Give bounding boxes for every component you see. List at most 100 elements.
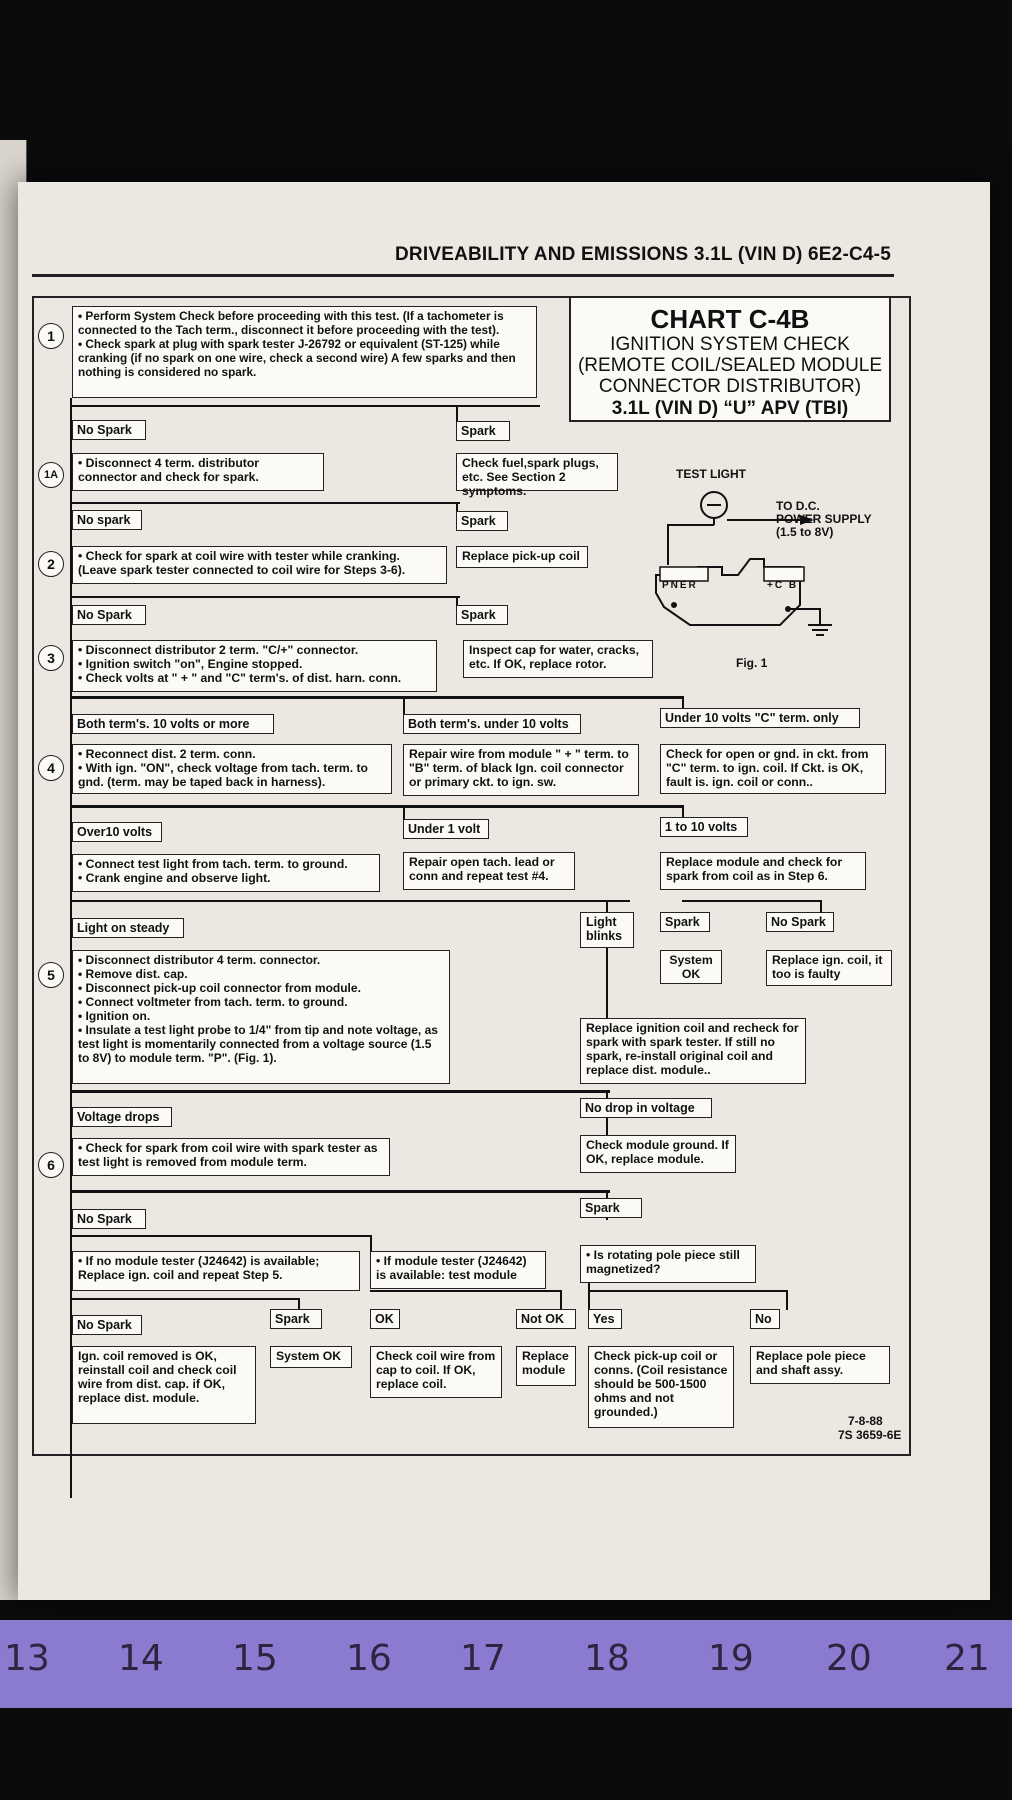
label-both-under-10: Both term's. under 10 volts: [403, 714, 581, 734]
label-no: No: [750, 1309, 780, 1329]
label-no-spark: No spark: [72, 510, 142, 530]
check-open-box: Check for open or gnd. in ckt. from "C" …: [660, 744, 886, 794]
system-ok-box: System OK: [660, 950, 722, 984]
label-both-10-volts: Both term's. 10 volts or more: [72, 714, 274, 734]
connector-line: [298, 1298, 300, 1310]
label-spark: Spark: [580, 1198, 642, 1218]
page-header-title: DRIVEABILITY AND EMISSIONS 3.1L (VIN D) …: [395, 244, 891, 265]
chart-subtitle-3: CONNECTOR DISTRIBUTOR): [598, 376, 862, 397]
connector-line: [70, 696, 684, 699]
label-no-spark: No Spark: [72, 605, 146, 625]
step-number-1: 1: [38, 323, 64, 349]
label-over-10-volts: Over10 volts: [72, 822, 162, 842]
footer-date: 7-8-88: [848, 1414, 883, 1428]
connector-line: [682, 900, 822, 902]
measuring-tape: 13 14 15 16 17 18 19 20 21: [0, 1620, 1012, 1708]
label-no-drop: No drop in voltage: [580, 1098, 712, 1118]
label-spark: Spark: [456, 511, 508, 531]
connector-line: [70, 900, 630, 902]
connector-line: [370, 1235, 372, 1251]
header-rule: [32, 274, 894, 277]
step-number-3: 3: [38, 645, 64, 671]
label-voltage-drops: Voltage drops: [72, 1107, 172, 1127]
replace-ignition-coil-box: Replace ignition coil and recheck for sp…: [580, 1018, 806, 1084]
figure-test-light-label: TEST LIGHT: [676, 467, 746, 481]
ruler-number: 14: [118, 1638, 164, 1679]
connector-line: [70, 805, 684, 808]
step5-instructions: • Disconnect distributor 4 term. connect…: [72, 950, 450, 1084]
step1-instructions: • Perform System Check before proceeding…: [72, 306, 537, 398]
ruler-number: 15: [232, 1638, 278, 1679]
label-not-ok: Not OK: [516, 1309, 576, 1329]
step3-instructions: • Disconnect distributor 2 term. "C/+" c…: [72, 640, 437, 692]
replace-coil-faulty-box: Replace ign. coil, it too is faulty: [766, 950, 892, 986]
ruler-number: 16: [346, 1638, 392, 1679]
ruler-number: 18: [584, 1638, 630, 1679]
chart-subtitle-2: (REMOTE COIL/SEALED MODULE: [577, 355, 883, 376]
figure-pner-terminals: PNER: [662, 580, 698, 591]
replace-pole-piece-box: Replace pole piece and shaft assy.: [750, 1346, 890, 1384]
label-spark: Spark: [270, 1309, 322, 1329]
label-under-10-c: Under 10 volts "C" term. only: [660, 708, 860, 728]
chart-title: CHART C-4B: [650, 304, 810, 334]
inspect-cap-box: Inspect cap for water, cracks, etc. If O…: [463, 640, 653, 678]
connector-line: [70, 405, 540, 407]
check-pickup-coil-box: Check pick-up coil or conns. (Coil resis…: [588, 1346, 734, 1428]
ruler-number: 21: [944, 1638, 990, 1679]
connector-line: [403, 696, 405, 716]
check-coil-wire-box: Check coil wire from cap to coil. If OK,…: [370, 1346, 502, 1398]
ruler-number: 13: [4, 1638, 50, 1679]
connector-line: [820, 900, 822, 912]
step2-instructions: • Check for spark at coil wire with test…: [72, 546, 447, 584]
test-light-figure: [655, 491, 832, 636]
connector-line: [70, 596, 460, 598]
step-number-2: 2: [38, 551, 64, 577]
label-spark: Spark: [660, 912, 710, 932]
connector-line: [70, 1298, 300, 1300]
connector-line: [456, 405, 458, 423]
step-number-5: 5: [38, 962, 64, 988]
connector-line: [786, 1290, 788, 1310]
test-light-instructions: • Connect test light from tach. term. to…: [72, 854, 380, 892]
label-under-1-volt: Under 1 volt: [403, 819, 489, 839]
connector-line: [70, 502, 460, 504]
pole-piece-question-box: • Is rotating pole piece still magnetize…: [580, 1245, 756, 1283]
figure-cb-terminals: +C B: [767, 580, 799, 591]
replace-module-box: Replace module: [516, 1346, 576, 1386]
coil-removed-box: Ign. coil removed is OK, reinstall coil …: [72, 1346, 256, 1424]
label-light-on-steady: Light on steady: [72, 918, 184, 938]
ruler-number: 19: [708, 1638, 754, 1679]
connector-line: [70, 398, 72, 1498]
no-tester-box: • If no module tester (J24642) is availa…: [72, 1251, 360, 1291]
connector-line: [403, 805, 405, 819]
label-no-spark: No Spark: [72, 420, 146, 440]
step-number-6: 6: [38, 1152, 64, 1178]
connector-line: [588, 1280, 590, 1310]
connector-line: [560, 1290, 562, 1310]
ruler-number: 17: [460, 1638, 506, 1679]
step6-instructions: • Check for spark from coil wire with sp…: [72, 1138, 390, 1176]
connector-line: [70, 1190, 610, 1193]
label-spark: Spark: [456, 421, 510, 441]
connector-line: [588, 1290, 788, 1292]
connector-line: [370, 1290, 562, 1292]
step-number-4: 4: [38, 755, 64, 781]
connector-line: [70, 1235, 370, 1237]
check-fuel-box: Check fuel,spark plugs, etc. See Section…: [456, 453, 618, 498]
label-no-spark: No Spark: [766, 912, 834, 932]
step4-instructions: • Reconnect dist. 2 term. conn. • With i…: [72, 744, 392, 794]
repair-wire-box: Repair wire from module " + " term. to "…: [403, 744, 639, 796]
label-1-to-10-volts: 1 to 10 volts: [660, 817, 748, 837]
replace-pickup-box: Replace pick-up coil: [456, 546, 588, 568]
system-ok-box: System OK: [270, 1346, 352, 1368]
figure-power-supply-label: TO D.C. POWER SUPPLY (1.5 to 8V): [776, 499, 872, 539]
label-light-blinks: Light blinks: [580, 912, 634, 948]
connector-line: [456, 596, 458, 610]
flowchart-frame: [32, 296, 911, 1456]
connector-line: [682, 696, 684, 708]
label-no-spark: No Spark: [72, 1315, 142, 1335]
label-yes: Yes: [588, 1309, 622, 1329]
step1a-instructions: • Disconnect 4 term. distributor connect…: [72, 453, 324, 491]
check-module-ground-box: Check module ground. If OK, replace modu…: [580, 1135, 736, 1173]
connector-line: [606, 900, 608, 1040]
